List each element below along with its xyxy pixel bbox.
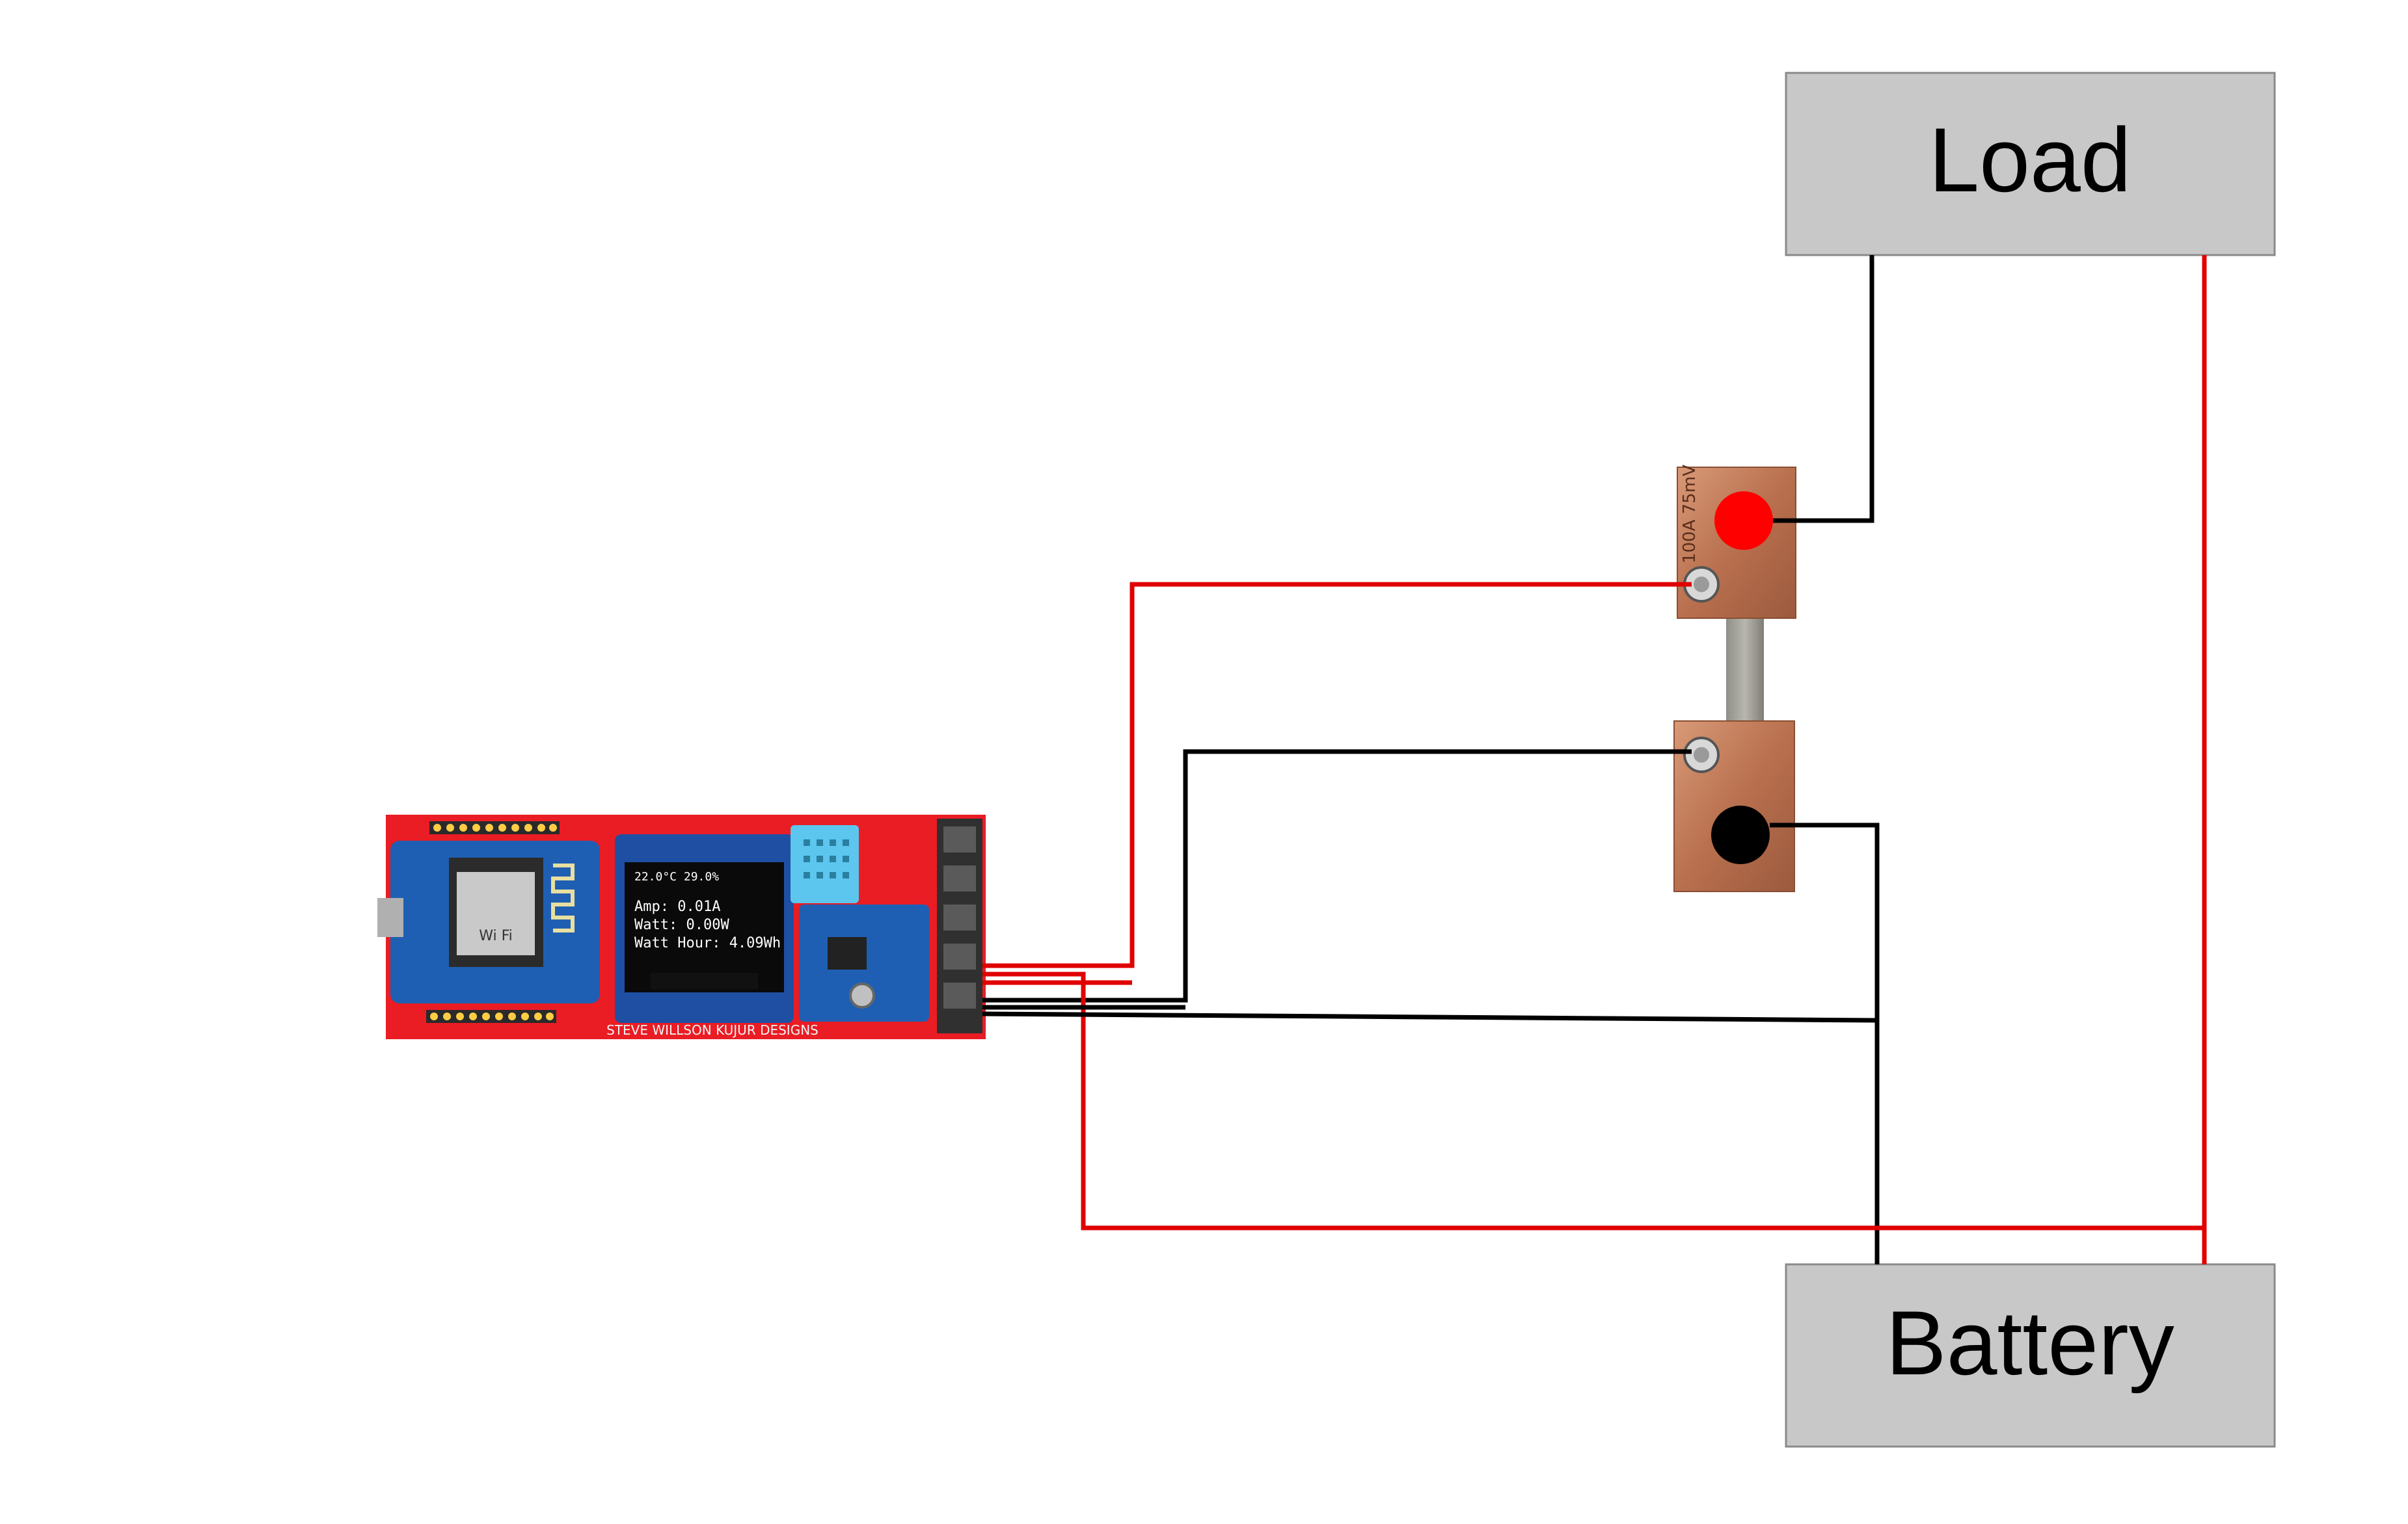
ads1115-module — [799, 905, 929, 1022]
oled-watt-hour-line: Watt Hour: 4.09Wh — [634, 935, 781, 951]
battery-box: Battery — [1785, 1263, 2276, 1448]
monitor-pcb: Wi Fi 22.0°C 29.0% Amp: 0.01A Watt: 0.00… — [377, 815, 986, 1039]
oled-module: 22.0°C 29.0% Amp: 0.01A Watt: 0.00W Watt… — [615, 834, 794, 1023]
oled-amp-line: Amp: 0.01A — [634, 899, 720, 915]
load-label: Load — [1928, 109, 2131, 211]
load-box: Load — [1785, 72, 2276, 256]
shunt-positive-terminal — [1714, 491, 1773, 550]
pcb-bottom-header — [426, 1010, 556, 1023]
shunt-rating: 100A 75mV — [1680, 465, 1699, 564]
shunt-sense-screw-bottom — [1683, 737, 1720, 773]
shunt-resistor: 100A 75mV — [1673, 465, 1796, 892]
wire-sense-positive — [982, 582, 1692, 968]
oled-watt-line: Watt: 0.00W — [634, 917, 729, 933]
wemos-d1-mini: Wi Fi — [377, 841, 600, 1003]
dht11-sensor — [791, 825, 859, 903]
pcb-terminal-block — [937, 819, 982, 1033]
shunt-strip — [1726, 615, 1764, 726]
battery-label: Battery — [1886, 1292, 2174, 1394]
wire-battery-to-shunt — [1770, 823, 1880, 1264]
wire-supply-positive — [982, 972, 2204, 1231]
wifi-mark: Wi Fi — [479, 928, 513, 944]
shunt-negative-terminal — [1711, 806, 1770, 864]
pcb-credit: STEVE WILLSON KUJUR DESIGNS — [606, 1022, 818, 1038]
wires — [982, 255, 2207, 1264]
wire-load-to-shunt — [1773, 255, 1874, 523]
pcb-top-header — [429, 821, 560, 834]
oled-top-line: 22.0°C 29.0% — [634, 870, 719, 884]
shunt-sense-screw-top — [1683, 566, 1720, 603]
wire-supply-ground — [982, 1011, 1878, 1023]
wire-sense-negative — [982, 749, 1692, 1003]
